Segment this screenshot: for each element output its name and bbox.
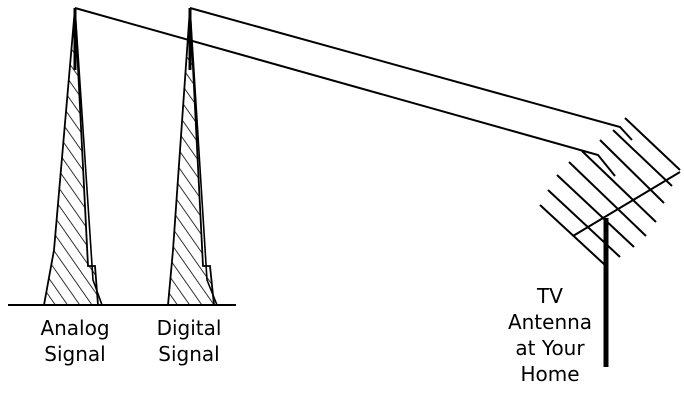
digital-signal-path [189,7,633,141]
antenna-element [612,129,673,187]
analog-signal-path [74,7,616,177]
antenna-label-line3: at Your [515,336,585,360]
antenna-label: TV Antenna at Your Home [495,283,605,387]
antenna-boom [572,171,681,237]
analog-signal-label: Analog Signal [30,315,120,367]
antenna-element [599,139,665,204]
antenna-label-line1: TV [537,284,563,308]
antenna-label-line2: Antenna [507,310,593,334]
antenna-label-line4: Home [520,362,580,386]
antenna-element [568,161,647,237]
analog-label-line1: Analog [40,316,110,340]
digital-label-line1: Digital [156,316,222,340]
analog-label-line2: Signal [44,342,106,366]
antenna-element [556,174,635,248]
analog-tower-body [42,7,99,306]
antenna-element [624,117,681,171]
tv-antenna [539,117,681,367]
digital-tower-right-edge [189,7,218,306]
digital-tower [167,7,218,306]
digital-signal-label: Digital Signal [144,315,234,367]
digital-label-line2: Signal [158,342,220,366]
digital-tower-body [167,7,215,306]
analog-tower [42,7,103,306]
antenna-element [539,204,606,266]
antenna-element [581,150,657,223]
analog-tower-right-edge [74,7,103,306]
